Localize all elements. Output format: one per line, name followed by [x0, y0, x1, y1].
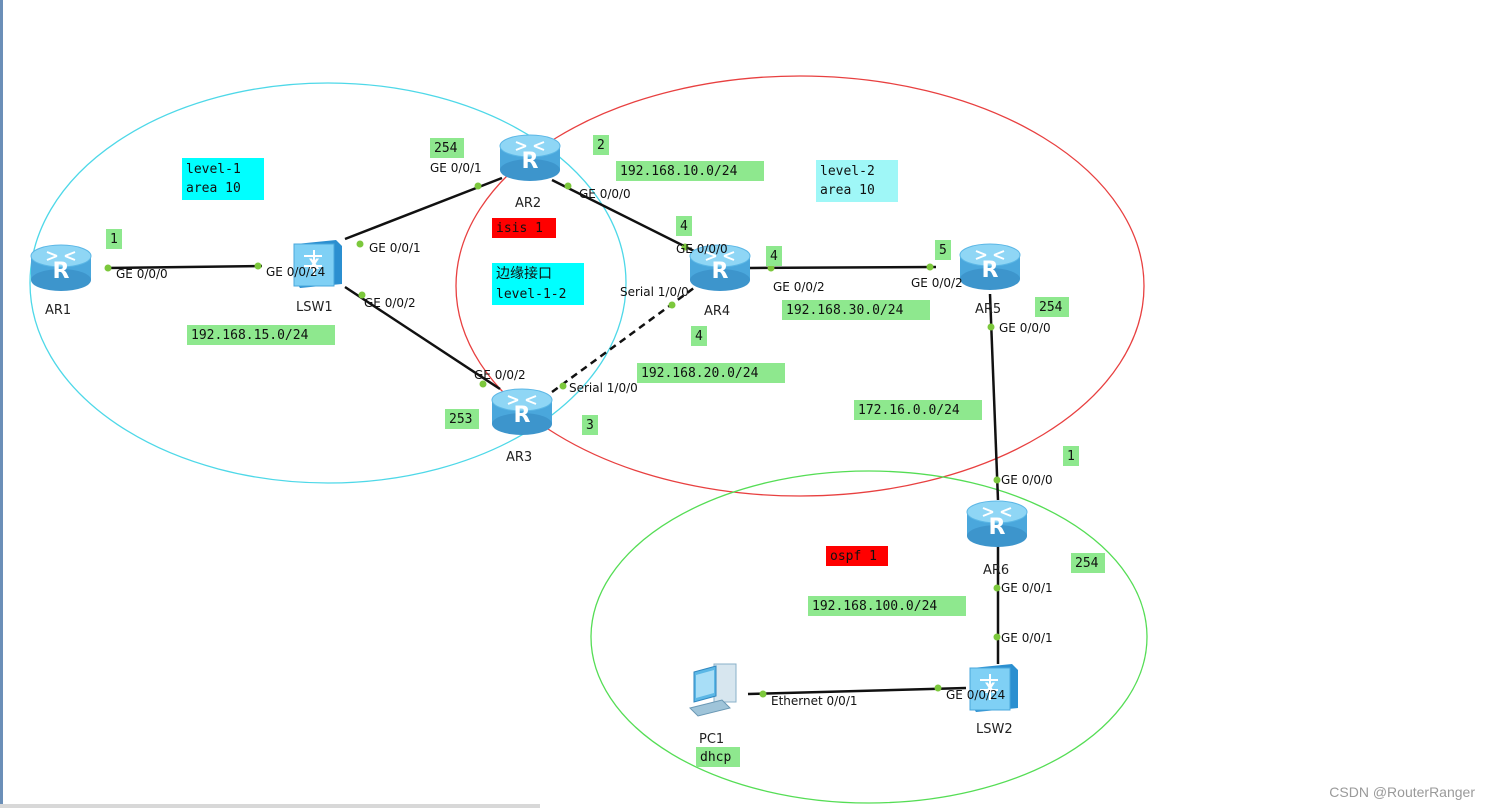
port-label: GE 0/0/2 — [364, 296, 416, 310]
edge-interface-label: 边缘接口 — [496, 265, 552, 282]
ar3-name: AR3 — [506, 450, 532, 465]
port-indicators — [104, 182, 1001, 698]
network-tag: 192.168.15.0/24 — [191, 328, 309, 343]
network-tag: 192.168.30.0/24 — [786, 303, 904, 318]
port-label: Ethernet 0/0/1 — [771, 694, 858, 708]
host-id-tag: 253 — [449, 412, 472, 427]
host-id-tag: 254 — [1039, 300, 1063, 315]
network-tag: 172.16.0.0/24 — [858, 403, 960, 418]
host-id-tag: 254 — [1075, 556, 1099, 571]
ar6-router-icon[interactable] — [966, 500, 1028, 548]
ar4-name: AR4 — [704, 304, 730, 319]
ar5-name: AR5 — [975, 302, 1001, 317]
host-id-tag: 4 — [680, 219, 688, 234]
link-lsw1-ar3 — [344, 285, 501, 391]
lsw1-name: LSW1 — [296, 300, 333, 315]
ar6-name: AR6 — [983, 563, 1009, 578]
port-label: Serial 1/0/0 — [620, 285, 689, 299]
link-ar2-ar4 — [551, 178, 701, 256]
host-id-tag: 4 — [695, 329, 703, 344]
ar2-router-icon[interactable] — [499, 134, 561, 182]
host-id-tag: 1 — [1067, 449, 1075, 464]
level1-area-boundary — [29, 82, 627, 484]
network-tag: 192.168.100.0/24 — [812, 599, 937, 614]
port-label: GE 0/0/0 — [116, 267, 168, 281]
watermark: CSDN @RouterRanger — [1329, 784, 1475, 800]
port-label: GE 0/0/24 — [266, 265, 325, 279]
ar2-name: AR2 — [515, 196, 541, 211]
port-label: GE 0/0/1 — [430, 161, 482, 175]
level1-area-label: area 10 — [186, 181, 241, 196]
pc1-computer-icon[interactable] — [689, 663, 737, 717]
host-id-tag: 254 — [434, 141, 458, 156]
ospf-area-boundary — [590, 470, 1148, 804]
ospf-process-label: ospf 1 — [830, 549, 877, 564]
ar5-router-icon[interactable] — [959, 243, 1021, 291]
ar1-name: AR1 — [45, 303, 71, 318]
port-label: GE 0/0/2 — [911, 276, 963, 290]
host-id-tag: 1 — [110, 232, 118, 247]
level2-area-boundary — [455, 75, 1145, 497]
level1-label: level-1 — [186, 162, 241, 177]
port-label: GE 0/0/1 — [1001, 631, 1053, 645]
level2-area-label: area 10 — [820, 183, 875, 198]
port-label: GE 0/0/0 — [676, 242, 728, 256]
port-label: GE 0/0/2 — [474, 368, 526, 382]
isis-process-label: isis 1 — [496, 221, 543, 236]
port-label: GE 0/0/1 — [1001, 581, 1053, 595]
host-id-tag: 2 — [597, 138, 605, 153]
link-ar4-ar5 — [749, 265, 937, 270]
network-tag: 192.168.20.0/24 — [641, 366, 759, 381]
dhcp-label: dhcp — [700, 750, 731, 765]
ar1-router-icon[interactable] — [30, 244, 92, 292]
port-label: GE 0/0/24 — [946, 688, 1005, 702]
ar3-router-icon[interactable] — [491, 388, 553, 436]
lsw1-switch-icon[interactable] — [293, 239, 343, 289]
port-label: GE 0/0/2 — [773, 280, 825, 294]
port-label: Serial 1/0/0 — [569, 381, 638, 395]
edge-level-label: level-1-2 — [496, 287, 566, 302]
pc1-name: PC1 — [699, 732, 724, 747]
port-label: GE 0/0/1 — [369, 241, 421, 255]
network-tag: 192.168.10.0/24 — [620, 164, 738, 179]
link-pc1-lsw2 — [747, 686, 967, 696]
lsw2-name: LSW2 — [976, 722, 1013, 737]
window-bottom-edge — [0, 804, 540, 808]
link-ar1-lsw1 — [105, 264, 263, 270]
host-id-tag: 3 — [586, 418, 594, 433]
host-id-tag: 5 — [939, 243, 947, 258]
level2-label: level-2 — [820, 164, 875, 179]
port-label: GE 0/0/0 — [999, 321, 1051, 335]
window-left-border — [0, 0, 3, 808]
port-label: GE 0/0/0 — [1001, 473, 1053, 487]
port-label: GE 0/0/0 — [579, 187, 631, 201]
host-id-tag: 4 — [770, 249, 778, 264]
